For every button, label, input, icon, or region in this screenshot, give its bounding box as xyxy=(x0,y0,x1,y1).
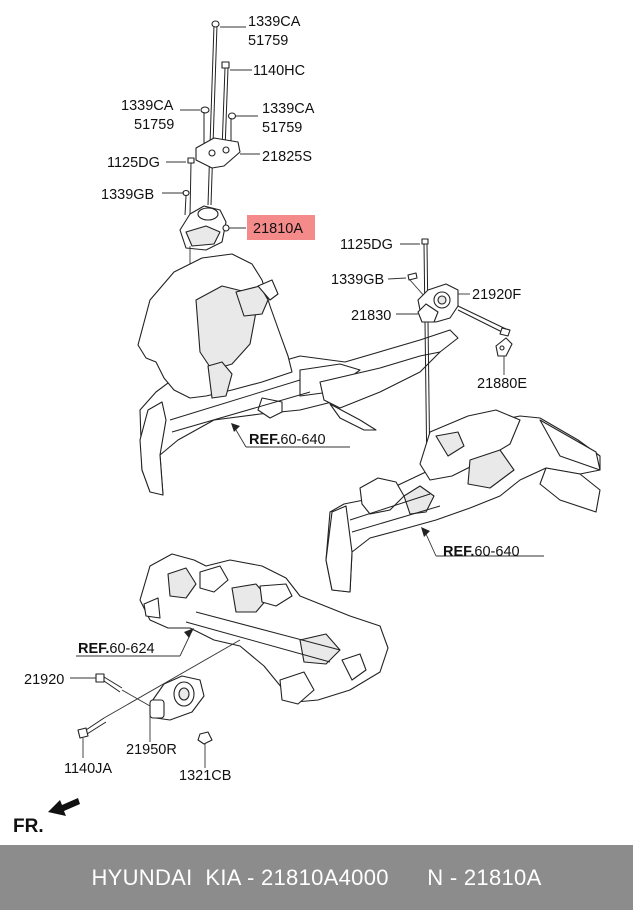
parts-diagram: 1339CA 51759 1140HC 1339CA 51759 1339CA … xyxy=(13,14,601,837)
ref-prefix: REF. xyxy=(78,641,109,657)
label-1140hc[interactable]: 1140HC xyxy=(253,63,305,79)
label-1339gb-right[interactable]: 1339GB xyxy=(331,272,384,288)
front-arrow-icon xyxy=(48,798,80,816)
upper-mount-assembly xyxy=(179,20,241,395)
label-51759-right[interactable]: 51759 xyxy=(262,120,302,136)
ref-number: 60-624 xyxy=(109,641,154,657)
left-body-frame xyxy=(137,253,459,496)
label-21880e[interactable]: 21880E xyxy=(477,376,527,392)
ref-60-640-left[interactable]: REF.60-640 xyxy=(249,432,326,448)
highlight-box xyxy=(247,215,315,240)
ref-number: 60-640 xyxy=(280,432,325,448)
right-mount-assembly xyxy=(407,238,513,479)
label-1339ca-right[interactable]: 1339CA xyxy=(262,101,315,117)
label-1125dg-left[interactable]: 1125DG xyxy=(107,155,160,171)
label-1125dg-right[interactable]: 1125DG xyxy=(340,237,393,253)
ref-60-624[interactable]: REF.60-624 xyxy=(78,641,155,657)
right-body-frame xyxy=(325,409,601,593)
label-21950r[interactable]: 21950R xyxy=(126,742,177,758)
label-21920[interactable]: 21920 xyxy=(24,672,64,688)
footer-part-number: HYUNDAI KIA - 21810A4000 N - 21810A xyxy=(91,864,542,890)
label-1339ca-top[interactable]: 1339CA xyxy=(248,14,301,30)
label-21830[interactable]: 21830 xyxy=(351,308,391,324)
label-1339gb-left[interactable]: 1339GB xyxy=(101,187,154,203)
label-leaders xyxy=(70,26,505,768)
ref-60-640-right[interactable]: REF.60-640 xyxy=(443,544,520,560)
label-1140ja[interactable]: 1140JA xyxy=(64,761,112,777)
ref-prefix: REF. xyxy=(443,544,474,560)
label-21825s[interactable]: 21825S xyxy=(262,149,312,165)
label-21920f[interactable]: 21920F xyxy=(472,287,521,303)
label-51759-top[interactable]: 51759 xyxy=(248,33,288,49)
ref-prefix: REF. xyxy=(249,432,280,448)
ref-number: 60-640 xyxy=(474,544,519,560)
label-1339ca-left[interactable]: 1339CA xyxy=(121,98,174,114)
front-marker-label: FR. xyxy=(13,816,44,837)
label-51759-left[interactable]: 51759 xyxy=(134,117,174,133)
roll-rod-assembly xyxy=(77,639,241,745)
subframe xyxy=(76,553,389,705)
label-21810a[interactable]: 21810A xyxy=(253,221,303,237)
label-1321cb[interactable]: 1321CB xyxy=(179,768,231,784)
footer-bar: HYUNDAI KIA - 21810A4000 N - 21810A xyxy=(0,845,633,910)
